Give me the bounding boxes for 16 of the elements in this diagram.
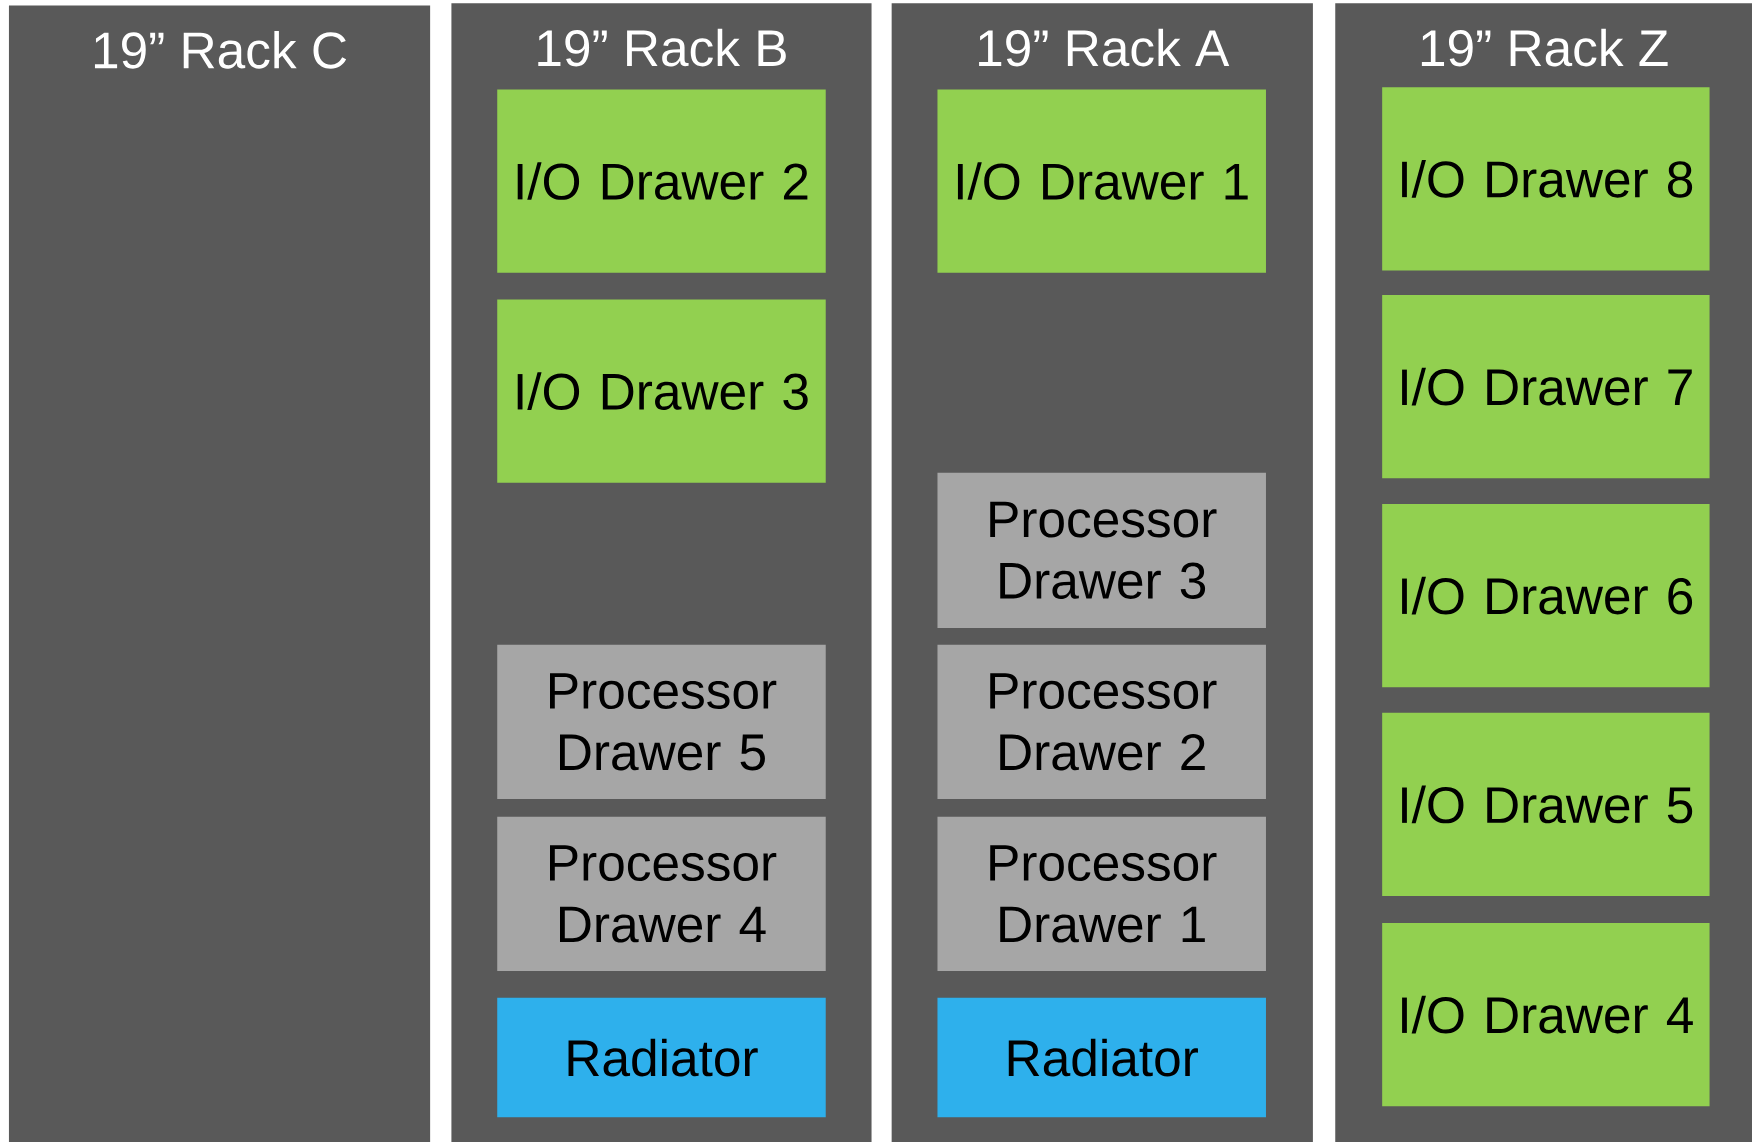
processor-drawer-box: Processor Drawer 3 — [937, 472, 1266, 628]
io-drawer-box: I/O Drawer 3 — [497, 299, 826, 483]
io-drawer-box: I/O Drawer 2 — [497, 89, 826, 273]
io-drawer-box: I/O Drawer 6 — [1382, 503, 1710, 688]
io-drawer-box: I/O Drawer 4 — [1382, 922, 1710, 1107]
radiator-box: Radiator — [497, 997, 826, 1118]
processor-drawer-box: Processor Drawer 4 — [497, 816, 826, 971]
rack-panel: 19” Rack C — [8, 5, 431, 1142]
io-drawer-box: I/O Drawer 7 — [1382, 295, 1710, 479]
io-drawer-box: I/O Drawer 8 — [1382, 87, 1710, 271]
processor-drawer-box: Processor Drawer 5 — [497, 644, 826, 799]
radiator-box: Radiator — [937, 997, 1266, 1118]
io-drawer-box: I/O Drawer 1 — [937, 89, 1266, 273]
io-drawer-box: I/O Drawer 5 — [1382, 712, 1710, 897]
processor-drawer-box: Processor Drawer 2 — [937, 644, 1266, 799]
processor-drawer-box: Processor Drawer 1 — [937, 816, 1266, 971]
